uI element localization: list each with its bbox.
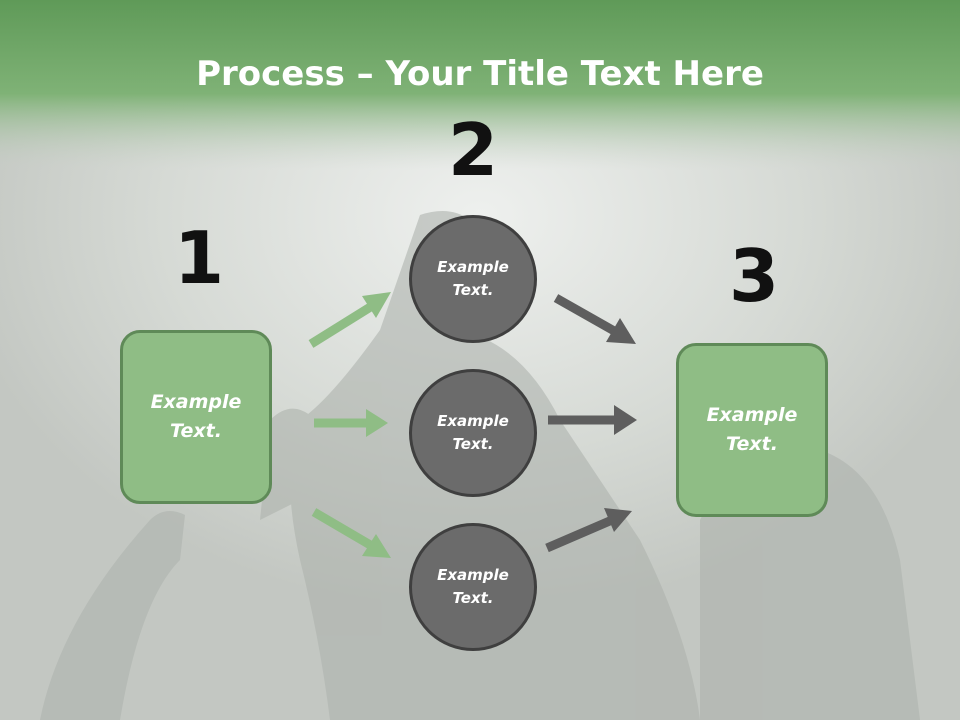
step-1-box: Example Text. [120,330,272,504]
circle-top-text: Example Text. [437,258,509,299]
title-rest: – Your Title Text Here [344,54,764,94]
step-3-text: Example Text. [706,404,798,455]
circle-bottom-text: Example Text. [437,566,509,607]
title-bold: Process [196,54,345,94]
step-3-box: Example Text. [676,343,828,517]
slide-title: Process – Your Title Text Here [0,52,960,96]
step-number-1: 1 [173,216,225,300]
step-1-text: Example Text. [150,391,242,442]
circle-bottom: Example Text. [409,523,537,651]
circle-middle-text: Example Text. [437,412,509,453]
circle-middle: Example Text. [409,369,537,497]
step-number-2: 2 [447,108,499,192]
circle-top: Example Text. [409,215,537,343]
step-number-3: 3 [728,234,780,318]
